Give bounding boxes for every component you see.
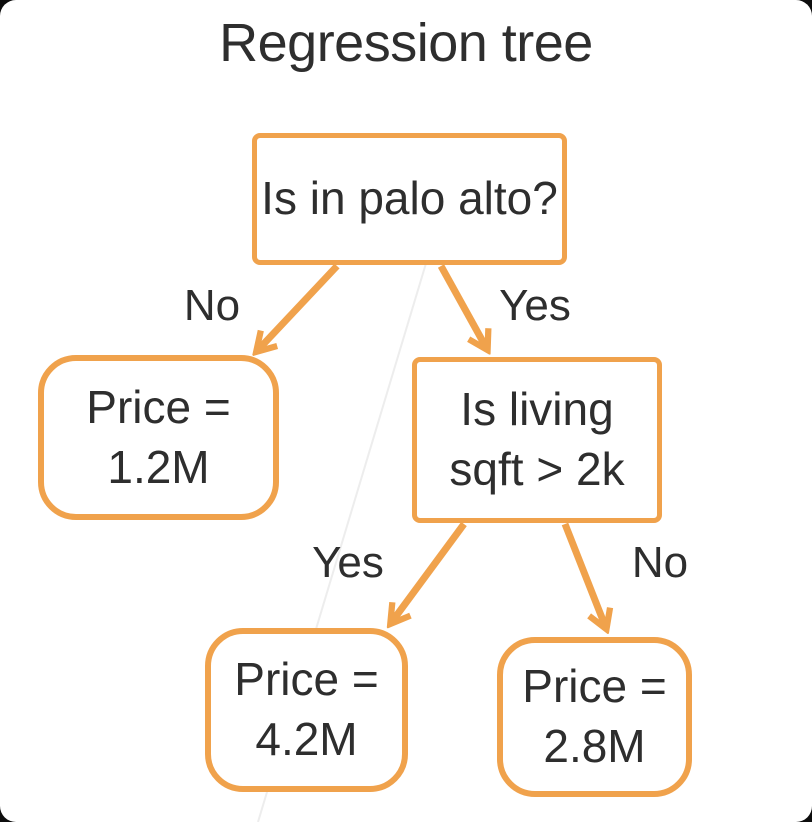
edge-arrow-root-no	[257, 263, 340, 351]
page-title: Regression tree	[219, 13, 593, 73]
edge-label-yes-sqft-left: Yes	[312, 538, 384, 587]
edge-label-no-sqft-right: No	[631, 538, 689, 587]
node-is-in-palo-alto: Is in palo alto?	[252, 133, 567, 265]
node-label-line: 2.8M	[543, 720, 646, 772]
node-label-line: 1.2M	[107, 440, 210, 493]
node-label-line: Is in palo alto?	[261, 172, 558, 225]
node-price-2-8m: Price = 2.8M	[497, 637, 692, 797]
edge-arrow-root-yes	[437, 264, 487, 349]
node-label-line: Price =	[234, 653, 379, 706]
node-label-line: 4.2M	[255, 713, 358, 765]
node-price-1-2m: Price = 1.2M	[38, 355, 279, 520]
edge-arrow-sqft-yes	[391, 521, 467, 623]
node-price-4-2m: Price = 4.2M	[205, 628, 408, 792]
edge-label-no-root-left: No	[183, 281, 241, 330]
node-is-living-sqft-gt-2k: Is living sqft > 2k	[412, 357, 662, 523]
edge-arrow-sqft-no	[561, 522, 606, 628]
node-label-line: Is living	[460, 383, 614, 436]
node-label-line: Price =	[86, 380, 231, 433]
node-label-line: sqft > 2k	[449, 443, 625, 495]
node-label-line: Price =	[522, 660, 667, 713]
edge-label-yes-root-right: Yes	[499, 281, 571, 330]
